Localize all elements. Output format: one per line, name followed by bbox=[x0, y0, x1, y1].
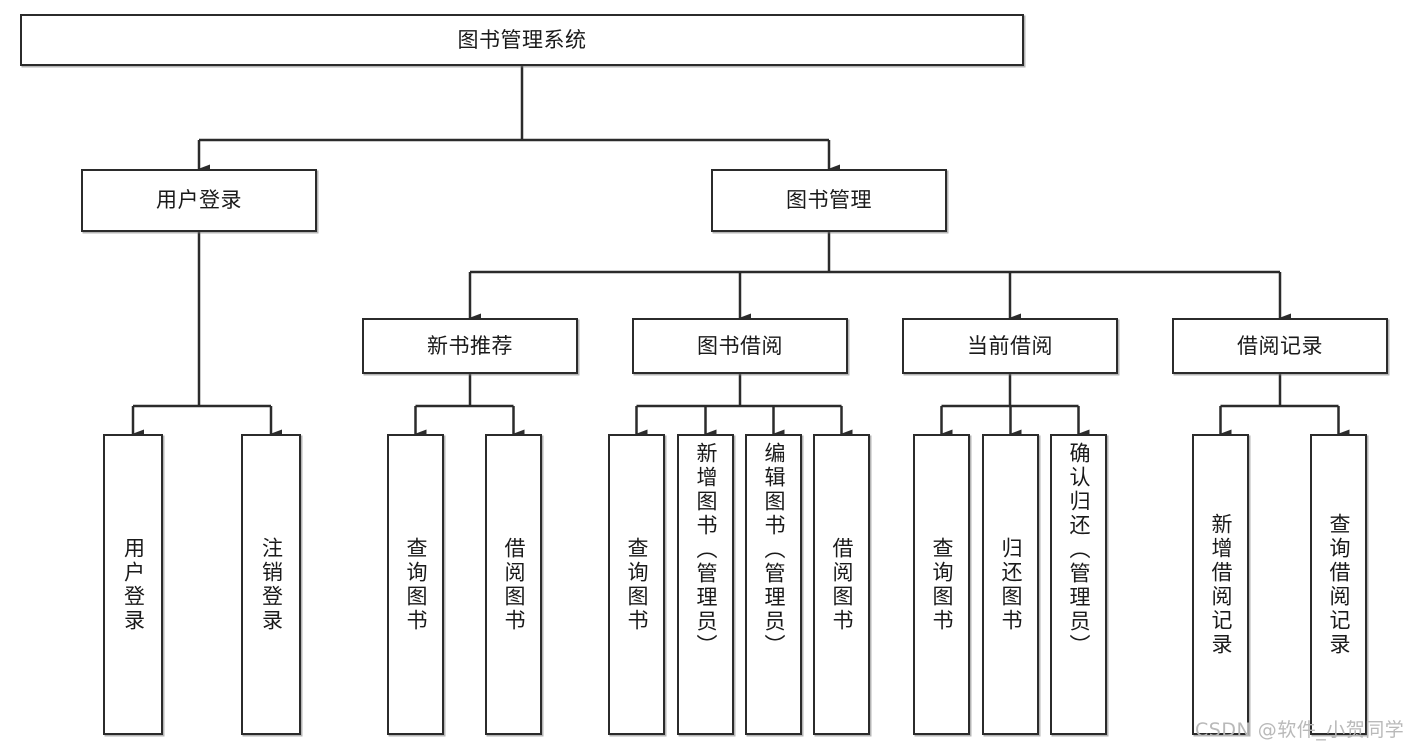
node-label: 归还图书 bbox=[998, 536, 1023, 633]
node-leaf-confirm-return[interactable]: 确认归还（管理员） bbox=[1050, 434, 1107, 735]
node-label: 查询图书 bbox=[624, 536, 649, 633]
node-leaf-add-book[interactable]: 新增图书（管理员） bbox=[677, 434, 734, 735]
node-leaf-query-record[interactable]: 查询借阅记录 bbox=[1310, 434, 1367, 735]
node-leaf-return-book[interactable]: 归还图书 bbox=[982, 434, 1039, 735]
node-book-borrow[interactable]: 图书借阅 bbox=[632, 318, 848, 374]
node-label: 图书管理 bbox=[786, 188, 872, 213]
node-label: 查询借阅记录 bbox=[1326, 512, 1351, 657]
node-leaf-user-login[interactable]: 用户登录 bbox=[103, 434, 163, 735]
node-leaf-query-book[interactable]: 查询图书 bbox=[608, 434, 665, 735]
node-leaf-add-record[interactable]: 新增借阅记录 bbox=[1192, 434, 1249, 735]
node-leaf-query-book-cur[interactable]: 查询图书 bbox=[913, 434, 970, 735]
node-label: 用户登录 bbox=[121, 536, 146, 633]
node-new-book-rec[interactable]: 新书推荐 bbox=[362, 318, 578, 374]
node-leaf-query-book-rec[interactable]: 查询图书 bbox=[387, 434, 444, 735]
node-leaf-borrow-book[interactable]: 借阅图书 bbox=[813, 434, 870, 735]
node-root[interactable]: 图书管理系统 bbox=[20, 14, 1024, 66]
node-label: 新增图书（管理员） bbox=[693, 442, 718, 658]
node-leaf-user-logout[interactable]: 注销登录 bbox=[241, 434, 301, 735]
node-borrow-record[interactable]: 借阅记录 bbox=[1172, 318, 1388, 374]
node-label: 借阅记录 bbox=[1237, 333, 1323, 358]
node-label: 查询图书 bbox=[403, 536, 428, 633]
node-leaf-borrow-book-rec[interactable]: 借阅图书 bbox=[485, 434, 542, 735]
node-book-manage[interactable]: 图书管理 bbox=[711, 169, 947, 232]
node-label: 注销登录 bbox=[259, 536, 284, 633]
node-label: 用户登录 bbox=[156, 188, 242, 213]
node-label: 借阅图书 bbox=[501, 536, 526, 633]
node-label: 借阅图书 bbox=[829, 536, 854, 633]
node-label: 新增借阅记录 bbox=[1208, 512, 1233, 657]
node-label: 新书推荐 bbox=[427, 333, 513, 358]
node-label: 编辑图书（管理员） bbox=[761, 442, 786, 658]
node-label: 图书管理系统 bbox=[457, 27, 587, 52]
node-label: 当前借阅 bbox=[967, 333, 1053, 358]
node-label: 查询图书 bbox=[929, 536, 954, 633]
node-leaf-edit-book[interactable]: 编辑图书（管理员） bbox=[745, 434, 802, 735]
node-label: 图书借阅 bbox=[697, 333, 783, 358]
node-label: 确认归还（管理员） bbox=[1066, 442, 1091, 658]
node-user-login[interactable]: 用户登录 bbox=[81, 169, 317, 232]
csdn-watermark: CSDN @软件_小贺同学 bbox=[1195, 719, 1405, 741]
node-current-borrow[interactable]: 当前借阅 bbox=[902, 318, 1118, 374]
